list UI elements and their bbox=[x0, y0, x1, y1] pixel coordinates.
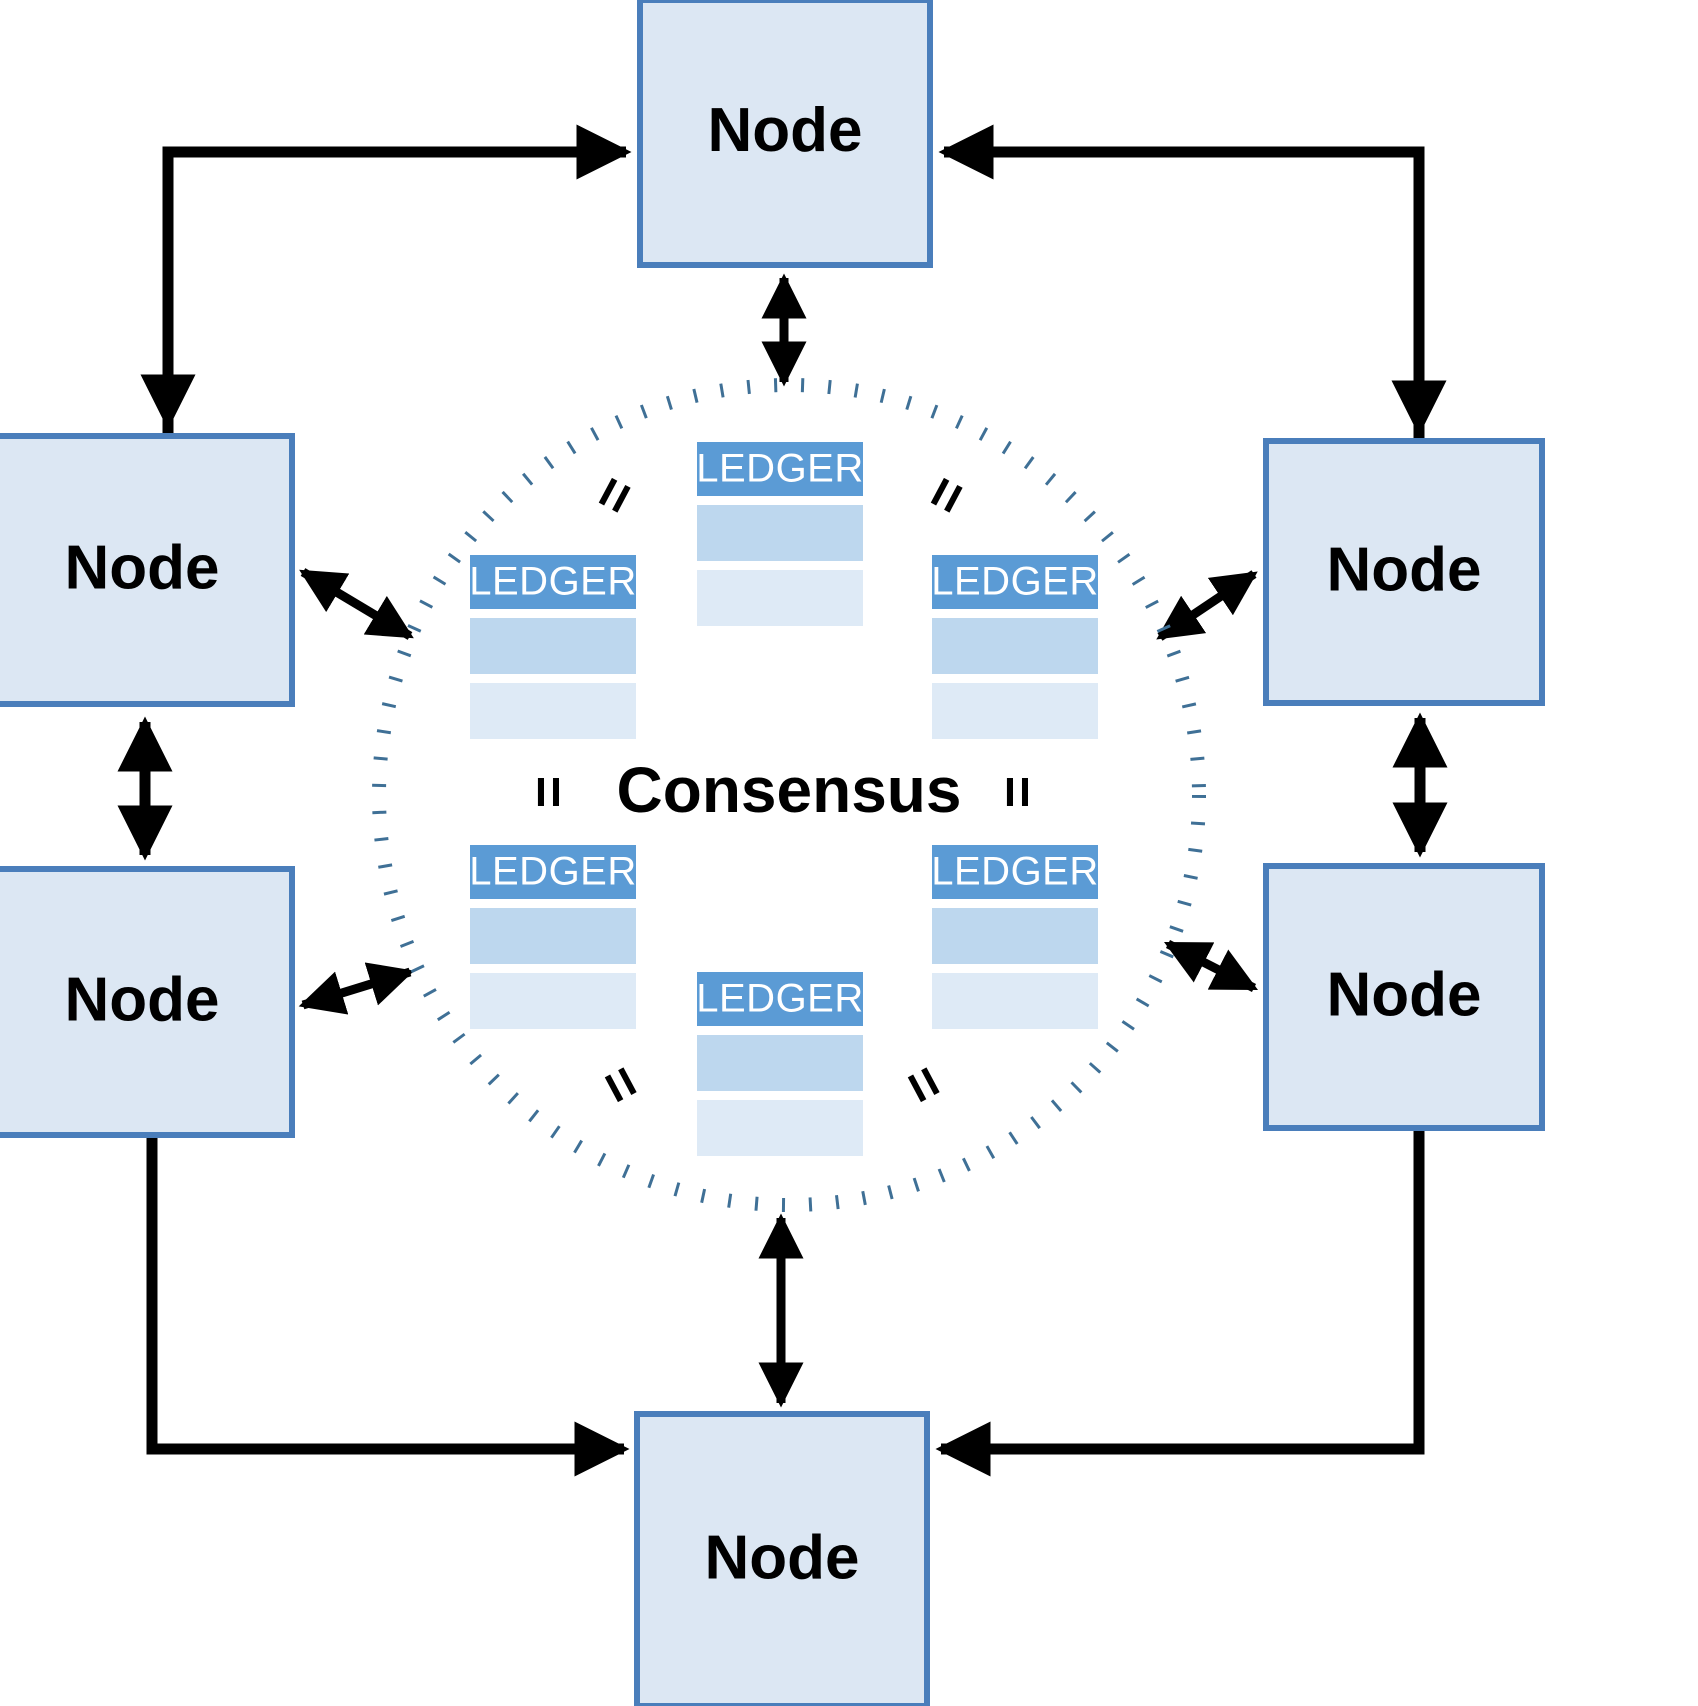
node-left-lower[interactable]: Node bbox=[0, 866, 295, 1138]
node-top[interactable]: Node bbox=[637, 0, 933, 268]
ledger-header bbox=[697, 972, 863, 1026]
node-box[interactable] bbox=[0, 433, 295, 707]
node-right-lower[interactable]: Node bbox=[1263, 863, 1545, 1131]
consensus-circle bbox=[372, 378, 1206, 1212]
eq-bottom-left-icon: = bbox=[584, 1056, 655, 1114]
side-vertical-connectors bbox=[117, 712, 1448, 861]
eq-top-right-icon: = bbox=[910, 466, 981, 524]
ledger-block-row bbox=[932, 618, 1098, 674]
eq-mid-left-icon: = bbox=[516, 776, 579, 809]
node-label: Node bbox=[1327, 960, 1482, 1029]
ledger-right-upper[interactable]: LEDGER bbox=[931, 555, 1099, 739]
ledger-block-row bbox=[932, 973, 1098, 1029]
ledger-label: LEDGER bbox=[696, 977, 864, 1021]
ledger-label: LEDGER bbox=[696, 447, 864, 491]
ledger-block-row bbox=[697, 1100, 863, 1156]
ledger-top[interactable]: LEDGER bbox=[696, 442, 864, 626]
ledger-header bbox=[697, 442, 863, 496]
ledger-right-lower[interactable]: LEDGER bbox=[931, 845, 1099, 1029]
node-label: Node bbox=[1327, 535, 1482, 604]
ledger-header bbox=[470, 845, 636, 899]
ledger-label: LEDGER bbox=[469, 850, 637, 894]
arrow-top-in-left bbox=[162, 124, 632, 440]
ledger-block-row bbox=[932, 683, 1098, 739]
node-box[interactable] bbox=[634, 1411, 930, 1706]
ledger-block-row bbox=[470, 683, 636, 739]
ledger-block-row bbox=[470, 973, 636, 1029]
ledger-bottom[interactable]: LEDGER bbox=[696, 972, 864, 1156]
arrow-right-lower-out bbox=[935, 1130, 1425, 1477]
arrow-top-in-right bbox=[938, 124, 1425, 440]
arrow-right-lower-to-circle bbox=[1163, 939, 1259, 993]
node-left-upper[interactable]: Node bbox=[0, 433, 295, 707]
ledger-header bbox=[932, 555, 1098, 609]
ledger-label: LEDGER bbox=[931, 560, 1099, 604]
eq-top-left-icon: = bbox=[578, 466, 649, 524]
arrow-right-upper-to-circle bbox=[1156, 570, 1258, 641]
ledger-block-row bbox=[470, 618, 636, 674]
arrow-left-lower-to-circle bbox=[298, 962, 415, 1015]
eq-bottom-right-icon: = bbox=[887, 1056, 958, 1114]
node-box[interactable] bbox=[637, 0, 933, 268]
arrow-left-upper-to-circle bbox=[299, 568, 414, 640]
node-label: Node bbox=[65, 533, 220, 602]
node-right-upper[interactable]: Node bbox=[1263, 438, 1545, 706]
ledger-block-row bbox=[697, 505, 863, 561]
eq-mid-right-icon: = bbox=[985, 776, 1048, 809]
node-box[interactable] bbox=[1263, 438, 1545, 706]
node-label: Node bbox=[65, 965, 220, 1034]
ledger-left-upper[interactable]: LEDGER bbox=[469, 555, 637, 739]
ledger-block-row bbox=[697, 570, 863, 626]
ledger-block-row bbox=[932, 908, 1098, 964]
arrow-left-lower-out bbox=[146, 1130, 630, 1477]
circle-connectors bbox=[298, 273, 1259, 1408]
ledger-left-lower[interactable]: LEDGER bbox=[469, 845, 637, 1029]
node-label: Node bbox=[708, 96, 863, 165]
outer-connectors bbox=[140, 124, 1447, 1477]
node-box[interactable] bbox=[1263, 863, 1545, 1131]
ledger-block-row bbox=[470, 908, 636, 964]
ledger-header bbox=[470, 555, 636, 609]
node-bottom[interactable]: Node bbox=[634, 1411, 930, 1706]
ledger-block-row bbox=[697, 1035, 863, 1091]
ledger-stacks: LEDGER LEDGER LEDGER LEDGER LEDGER LEDGER bbox=[469, 442, 1099, 1156]
node-label: Node bbox=[705, 1523, 860, 1592]
ledger-header bbox=[932, 845, 1098, 899]
ledger-label: LEDGER bbox=[931, 850, 1099, 894]
ledger-label: LEDGER bbox=[469, 560, 637, 604]
node-box[interactable] bbox=[0, 866, 295, 1138]
consensus-label: Consensus bbox=[617, 754, 962, 826]
